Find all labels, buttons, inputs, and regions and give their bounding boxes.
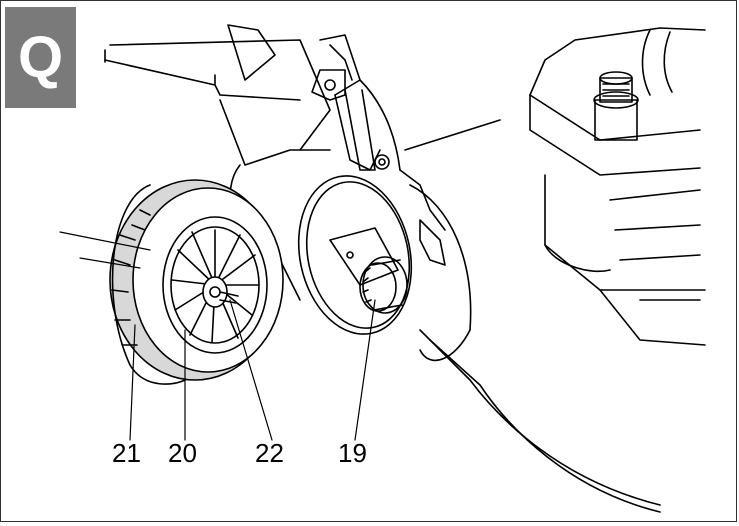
engine-block (529, 27, 706, 346)
wheel-cover-plate (297, 175, 413, 335)
height-lever (311, 44, 390, 171)
wheel-21 (109, 179, 284, 385)
drive-gear-19 (359, 256, 408, 314)
mower-deck (104, 24, 661, 513)
leader-lines (59, 231, 376, 441)
callout-19: 19 (338, 438, 367, 468)
axle-22 (219, 291, 239, 304)
callout-21: 21 (112, 438, 141, 468)
callout-20: 20 (168, 438, 197, 468)
figure-badge: Q (5, 7, 76, 108)
callout-22: 22 (255, 438, 284, 468)
